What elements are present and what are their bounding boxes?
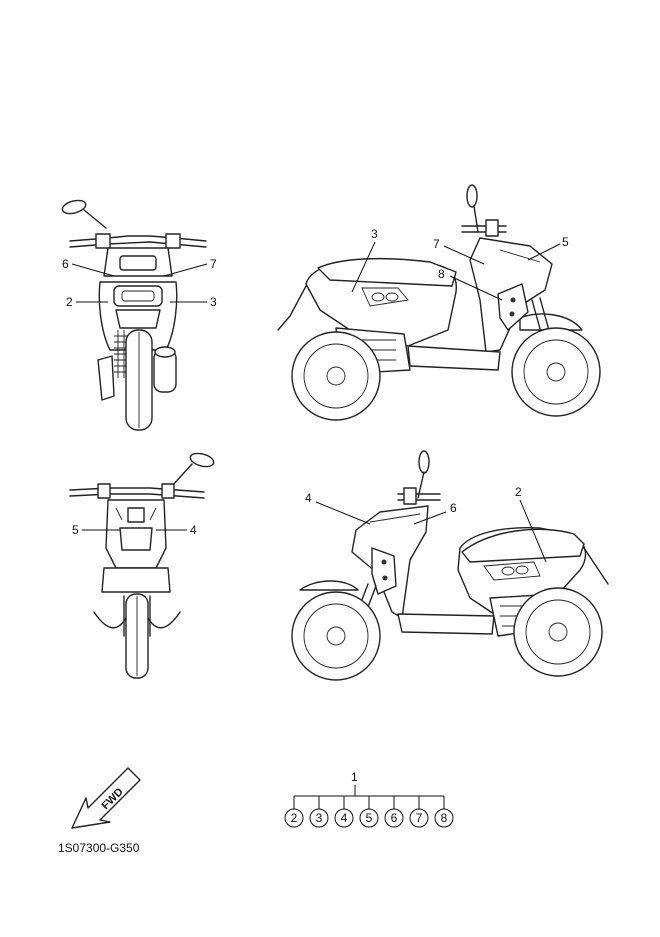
set-item: 7 [409, 808, 429, 828]
set-item-circle [359, 808, 379, 828]
left-side-view-callouts: 4 6 2 [305, 485, 547, 563]
right-side-view-illustration [277, 184, 601, 421]
parts-set-tree: 1 2 3 4 5 6 7 8 [284, 770, 454, 828]
callout-label: 2 [515, 485, 522, 499]
left-side-view-illustration [291, 450, 609, 681]
set-item: 4 [334, 808, 354, 828]
front-view-callouts: 5 4 [72, 523, 197, 537]
callout-label: 5 [72, 523, 79, 537]
callout-label: 3 [371, 227, 378, 241]
set-item-label: 4 [341, 811, 348, 825]
set-item: 5 [359, 808, 379, 828]
callout-label: 5 [562, 235, 569, 249]
callout-label: 6 [450, 501, 457, 515]
fwd-arrow-icon: FWD [71, 767, 141, 829]
callout-label: 8 [438, 267, 445, 281]
set-item-circle [409, 808, 429, 828]
set-parent-label: 1 [351, 770, 358, 784]
set-item: 8 [434, 808, 454, 828]
set-item-circle [284, 808, 304, 828]
set-item-label: 6 [391, 811, 398, 825]
rear-view-illustration [61, 199, 207, 431]
set-item-circle [384, 808, 404, 828]
rear-view-callouts: 6 7 2 3 [62, 257, 217, 309]
set-item-label: 3 [316, 811, 323, 825]
front-view-illustration [69, 452, 215, 679]
set-item: 3 [309, 808, 329, 828]
set-item-label: 2 [291, 811, 298, 825]
set-item-label: 7 [416, 811, 423, 825]
set-item-circle [309, 808, 329, 828]
diagram-code: 1S07300-G350 [58, 841, 140, 855]
set-item-circle [434, 808, 454, 828]
callout-label: 2 [66, 295, 73, 309]
set-item: 6 [384, 808, 404, 828]
callout-label: 3 [210, 295, 217, 309]
callout-label: 4 [190, 523, 197, 537]
callout-label: 6 [62, 257, 69, 271]
callout-label: 7 [433, 237, 440, 251]
right-side-view-callouts: 3 7 5 8 [351, 227, 569, 301]
callout-label: 4 [305, 491, 312, 505]
set-item-circle [334, 808, 354, 828]
set-item-label: 5 [366, 811, 373, 825]
callout-label: 7 [210, 257, 217, 271]
set-item-label: 8 [441, 811, 448, 825]
set-item: 2 [284, 808, 304, 828]
